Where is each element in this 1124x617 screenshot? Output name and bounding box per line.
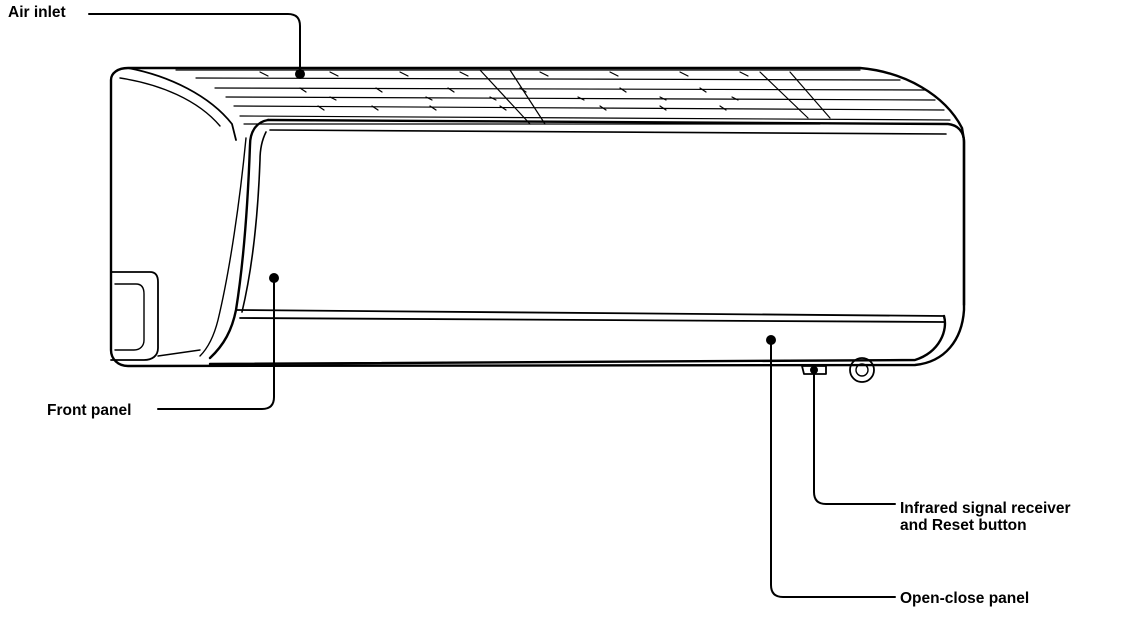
side-pipe-port-inner <box>114 283 145 351</box>
open-close-panel-label: Open-close panel <box>900 590 1030 607</box>
callout-leaders <box>88 13 896 598</box>
infrared-label-line2: and Reset button <box>900 517 1027 534</box>
front-panel-left-inner <box>241 131 267 313</box>
drain-hose-nub-inner <box>855 363 869 377</box>
indoor-unit <box>109 66 966 383</box>
side-panel-edge <box>127 67 237 141</box>
front-panel-leader <box>157 277 275 410</box>
infrared-receiver-label: Infrared signal receiver and Reset butto… <box>900 500 1071 534</box>
drain-hose-nub <box>849 357 875 383</box>
open-close-panel-bottom <box>208 314 947 366</box>
infrared-dot <box>810 366 818 374</box>
open-close-leader <box>770 339 896 598</box>
callout-dots <box>269 69 818 374</box>
open-close-dot <box>766 335 776 345</box>
air-inlet-dot <box>295 69 305 79</box>
front-panel-inner-top <box>269 129 947 135</box>
side-lower-step <box>157 349 201 357</box>
air-inlet-leader <box>88 13 301 74</box>
side-pipe-port <box>110 271 159 361</box>
front-panel-left-edge <box>208 118 270 360</box>
infrared-label-line1: Infrared signal receiver <box>900 500 1071 517</box>
panel-seam-lower <box>239 317 945 323</box>
front-panel-label: Front panel <box>47 402 132 419</box>
air-inlet-label: Air inlet <box>8 4 66 21</box>
front-panel-side-curve <box>199 137 247 357</box>
side-panel-inner-line <box>119 77 221 127</box>
air-inlet-grille <box>175 69 951 125</box>
unit-outer-housing <box>109 66 966 368</box>
panel-seam-upper <box>235 309 945 317</box>
front-panel-face <box>266 118 966 307</box>
infrared-receiver-bump <box>801 365 827 375</box>
infrared-leader <box>813 369 896 505</box>
front-panel-dot <box>269 273 279 283</box>
